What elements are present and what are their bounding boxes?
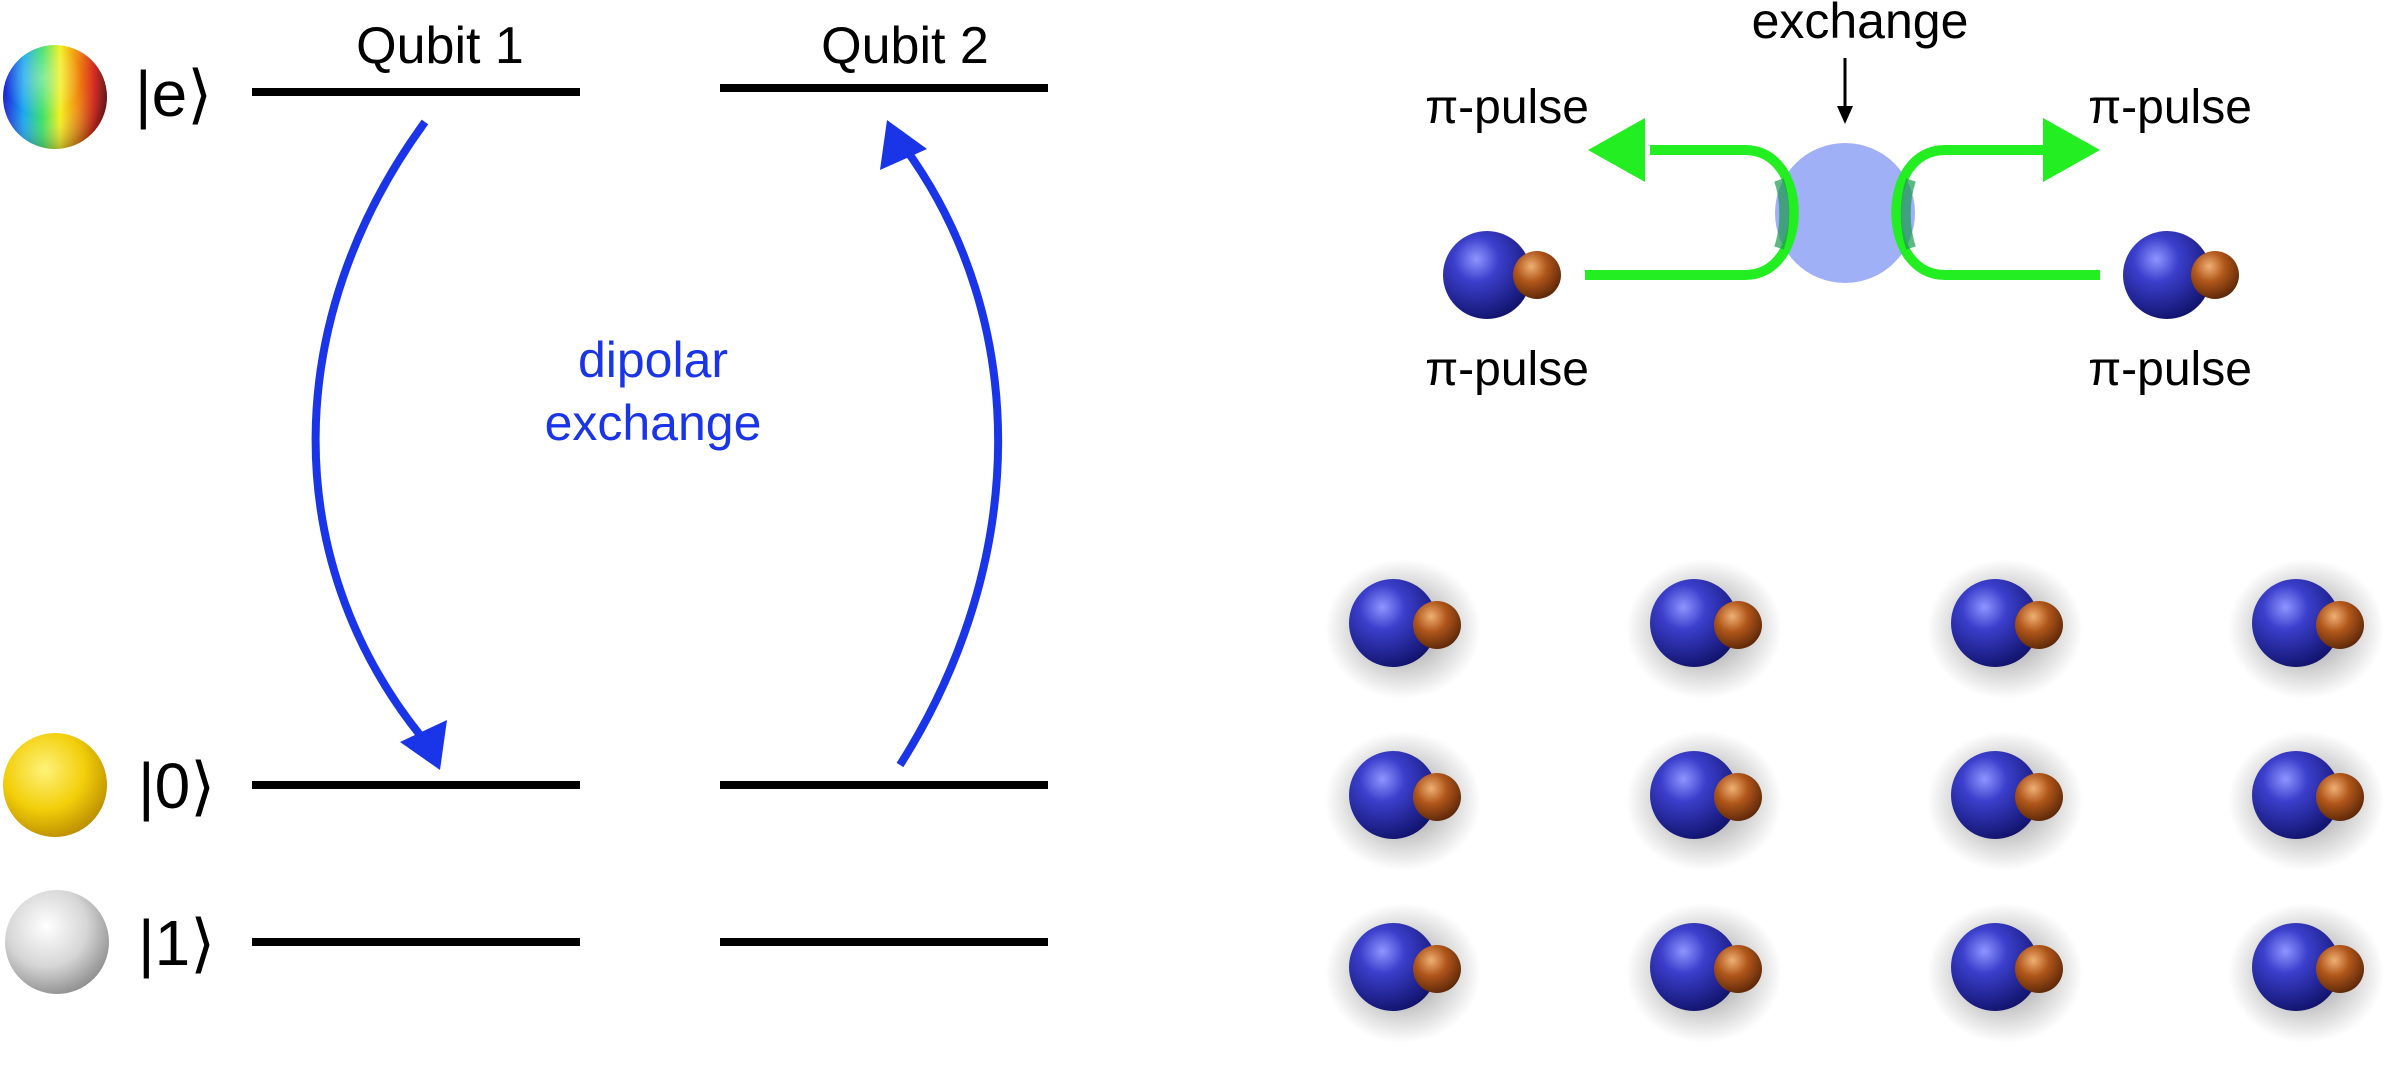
molecule-right [2123,231,2239,319]
molecule-large-atom [1650,579,1738,667]
array-molecule [1626,731,1782,871]
molecule-left [1443,231,1561,319]
array-molecule [2228,731,2384,871]
molecule-small-atom [2316,945,2364,993]
molecule-small-atom [1714,773,1762,821]
exchange-overlap-right [1900,178,1916,250]
molecule-small-atom [1413,601,1461,649]
molecule-large-atom [2252,923,2340,1011]
molecule-small-atom [2316,773,2364,821]
molecule-large-atom [1951,923,2039,1011]
molecule-large-atom [1349,579,1437,667]
molecule-large-atom [1951,751,2039,839]
exchange-label: exchange [1752,0,1969,49]
level-label-0: |0⟩ [138,750,215,822]
molecule-large-atom [1650,751,1738,839]
transition-arrow-up [880,120,1003,768]
exchange-overlap-left [1774,178,1790,250]
transition-arrow-down [311,119,447,770]
exchange-path-left [1585,145,1799,280]
array-molecule [2228,903,2384,1043]
molecule-large-atom [2252,751,2340,839]
array-molecule [1325,559,1481,699]
exchange-arrow-left-head [1588,118,1645,182]
state-sphere-1 [5,890,109,994]
molecule-small-atom [2015,601,2063,649]
molecule-small-atom [1413,773,1461,821]
qubit-1-title: Qubit 1 [356,17,524,75]
energy-levels [252,84,1048,946]
pulse-label-bottom-left: π-pulse [1425,343,1589,396]
pulse-label-bottom-right: π-pulse [2088,343,2252,396]
array-molecule [1626,903,1782,1043]
exchange-region [1775,143,1915,283]
dipolar-label-line-2: exchange [545,395,762,451]
molecule-large-atom [1951,579,2039,667]
exchange-pointer-arrow [1837,58,1853,124]
level-label-1: |1⟩ [138,907,215,979]
array-molecule [1927,903,2083,1043]
molecule-small-atom [2015,773,2063,821]
molecule-array [1325,559,2384,1043]
molecule-large-atom [1349,923,1437,1011]
pulse-label-top-left: π-pulse [1425,81,1589,134]
array-molecule [2228,559,2384,699]
dipolar-label-line-1: dipolar [578,332,728,388]
state-sphere-0 [3,733,107,837]
array-molecule [1927,559,2083,699]
exchange-path-right [1891,145,2100,280]
state-sphere-e [3,45,107,149]
array-molecule [1325,731,1481,871]
exchange-arrow-right-head [2043,118,2100,182]
molecule-small-atom [1413,945,1461,993]
molecule-large-atom [1349,751,1437,839]
array-molecule [1325,903,1481,1043]
pulse-label-top-right: π-pulse [2088,81,2252,134]
qubit-2-title: Qubit 2 [821,17,989,75]
molecule-large-atom [1650,923,1738,1011]
molecule-small-atom [1714,601,1762,649]
molecule-large-atom [2252,579,2340,667]
molecule-small-atom [2316,601,2364,649]
array-molecule [1626,559,1782,699]
molecule-small-atom [1714,945,1762,993]
molecule-small-atom [2015,945,2063,993]
array-molecule [1927,731,2083,871]
level-label-e: |e⟩ [135,58,212,130]
